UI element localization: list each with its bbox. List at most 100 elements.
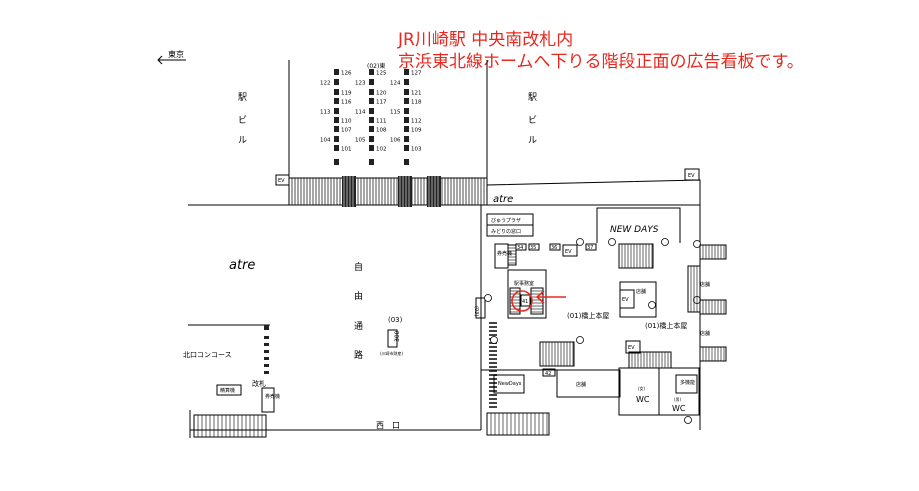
target-board-circle bbox=[511, 290, 533, 312]
code-02-label: (02)東 bbox=[367, 62, 385, 70]
ad-board bbox=[404, 117, 409, 123]
ad-board-number: 111 bbox=[376, 119, 387, 125]
ad-board-number: 118 bbox=[411, 100, 422, 106]
ad-board-number: 121 bbox=[411, 91, 422, 97]
ad-board-number: 119 bbox=[341, 91, 352, 97]
ad-board bbox=[404, 126, 409, 132]
target-arrow bbox=[535, 290, 566, 304]
ad-board bbox=[369, 108, 374, 114]
ad-board-number: 102 bbox=[376, 147, 387, 153]
ad-board bbox=[404, 79, 409, 85]
ad-board bbox=[404, 69, 409, 75]
code-34: 34 bbox=[517, 245, 523, 251]
ad-board-number: 120 bbox=[376, 91, 387, 97]
ad-board-grid: 1261221191161131101071041011251231201171… bbox=[320, 69, 422, 165]
ad-board-number: 127 bbox=[411, 71, 422, 77]
wc-male-mark: (男) bbox=[674, 397, 682, 402]
station-building-left-2: ビ bbox=[238, 115, 247, 126]
free-passage-2: 由 bbox=[354, 290, 363, 302]
to-tokyo-arrow: 東京 bbox=[157, 49, 186, 65]
ad-board bbox=[334, 126, 339, 132]
platform-stairs bbox=[539, 243, 672, 369]
shop-right-label-2: 店舗 bbox=[700, 330, 710, 337]
west-exit-label: 西 口 bbox=[376, 421, 400, 430]
ad-board bbox=[404, 98, 409, 104]
ad-board bbox=[404, 145, 409, 151]
ad-board-number: 124 bbox=[390, 81, 401, 87]
shop-right-label-1: 店舗 bbox=[700, 281, 710, 288]
wc-2-label: WC bbox=[672, 404, 686, 413]
title-line-2: 京浜東北線ホームへ下りる階段正面の広告看板です。 bbox=[398, 52, 804, 72]
code-03-side: (03) bbox=[473, 306, 479, 316]
code-42: 42 bbox=[545, 371, 551, 377]
board-41 bbox=[520, 294, 531, 307]
ad-board-number: 117 bbox=[376, 100, 387, 106]
atre-top-label: atre bbox=[493, 194, 513, 205]
atre-left-label: atre bbox=[229, 258, 255, 273]
ad-board-number: 105 bbox=[355, 138, 366, 144]
ad-board-number: 101 bbox=[341, 147, 352, 153]
ev-top-left-label: EV bbox=[278, 178, 285, 184]
station-building-left-1: 駅 bbox=[238, 92, 247, 103]
station-building-right-1: 駅 bbox=[528, 92, 537, 103]
ad-board bbox=[369, 89, 374, 95]
to-tokyo-label: 東京 bbox=[168, 49, 184, 59]
ad-board bbox=[334, 159, 339, 165]
ad-board bbox=[369, 136, 374, 142]
ad-board-number: 107 bbox=[341, 128, 352, 134]
ad-board bbox=[334, 69, 339, 75]
view-plaza-label: びゅうプラザ bbox=[491, 217, 521, 224]
ad-board-number: 109 bbox=[411, 128, 422, 134]
title-line-1: JR川崎駅 中央南改札内 bbox=[398, 30, 574, 50]
ad-board-number: 112 bbox=[411, 119, 422, 125]
board-300-label: 300 bbox=[394, 330, 401, 342]
code-03-label: (03) bbox=[388, 316, 403, 324]
bridge-1-label: (01)橋上本屋 bbox=[567, 311, 609, 320]
ev-lower-label: EV bbox=[628, 345, 635, 351]
ad-board bbox=[369, 159, 374, 165]
shop-box-mid bbox=[619, 281, 657, 318]
ev-shop-label: EV bbox=[622, 297, 629, 303]
ev-box-top-left bbox=[275, 174, 290, 186]
ad-board-number: 108 bbox=[376, 128, 387, 134]
ad-board-number: 104 bbox=[320, 138, 331, 144]
seisan-box bbox=[216, 384, 242, 396]
seisan-label: 精算機 bbox=[220, 387, 235, 394]
ad-board-number: 113 bbox=[320, 110, 331, 116]
ad-board bbox=[334, 145, 339, 151]
code-35: 35 bbox=[530, 245, 536, 251]
ad-board bbox=[369, 98, 374, 104]
ticket-gate-label: 改札 bbox=[252, 379, 266, 388]
north-gate-bars bbox=[264, 325, 269, 374]
small-code-boxes: 34 35 36 37 EV 42 bbox=[515, 243, 597, 377]
board-41-label: 41 bbox=[522, 299, 528, 305]
newdays-upper-label: NEW DAYS bbox=[610, 225, 659, 235]
newdays-small-box bbox=[493, 374, 525, 394]
board-300-note: (川崎市財産) bbox=[380, 350, 404, 356]
ad-board-number: 103 bbox=[411, 147, 422, 153]
ad-board-number: 123 bbox=[355, 81, 366, 87]
ad-board bbox=[369, 145, 374, 151]
ad-board-number: 126 bbox=[341, 71, 352, 77]
ticket-machine-left-label: 券売機 bbox=[265, 393, 280, 400]
ad-board bbox=[404, 136, 409, 142]
ad-board-number: 125 bbox=[376, 71, 387, 77]
wc-female-mark: (女) bbox=[638, 385, 646, 391]
shop-mid-label: 店舗 bbox=[636, 288, 646, 295]
ad-board-number: 122 bbox=[320, 81, 331, 87]
ad-board-number: 115 bbox=[390, 110, 401, 116]
ad-board bbox=[334, 136, 339, 142]
free-passage-3: 通 bbox=[354, 321, 363, 332]
midori-label: みどりの窓口 bbox=[491, 228, 521, 235]
ad-board-number: 114 bbox=[355, 110, 366, 116]
ad-board bbox=[334, 89, 339, 95]
free-passage-4: 路 bbox=[354, 349, 363, 361]
ad-board bbox=[334, 117, 339, 123]
pillars bbox=[484, 238, 701, 424]
station-building-right-3: ル bbox=[528, 136, 537, 146]
ad-board bbox=[334, 98, 339, 104]
shop-lower-label: 店舗 bbox=[576, 381, 586, 388]
ev-top-right-label: EV bbox=[688, 173, 695, 179]
newdays-small-label: NewDays bbox=[498, 381, 522, 387]
